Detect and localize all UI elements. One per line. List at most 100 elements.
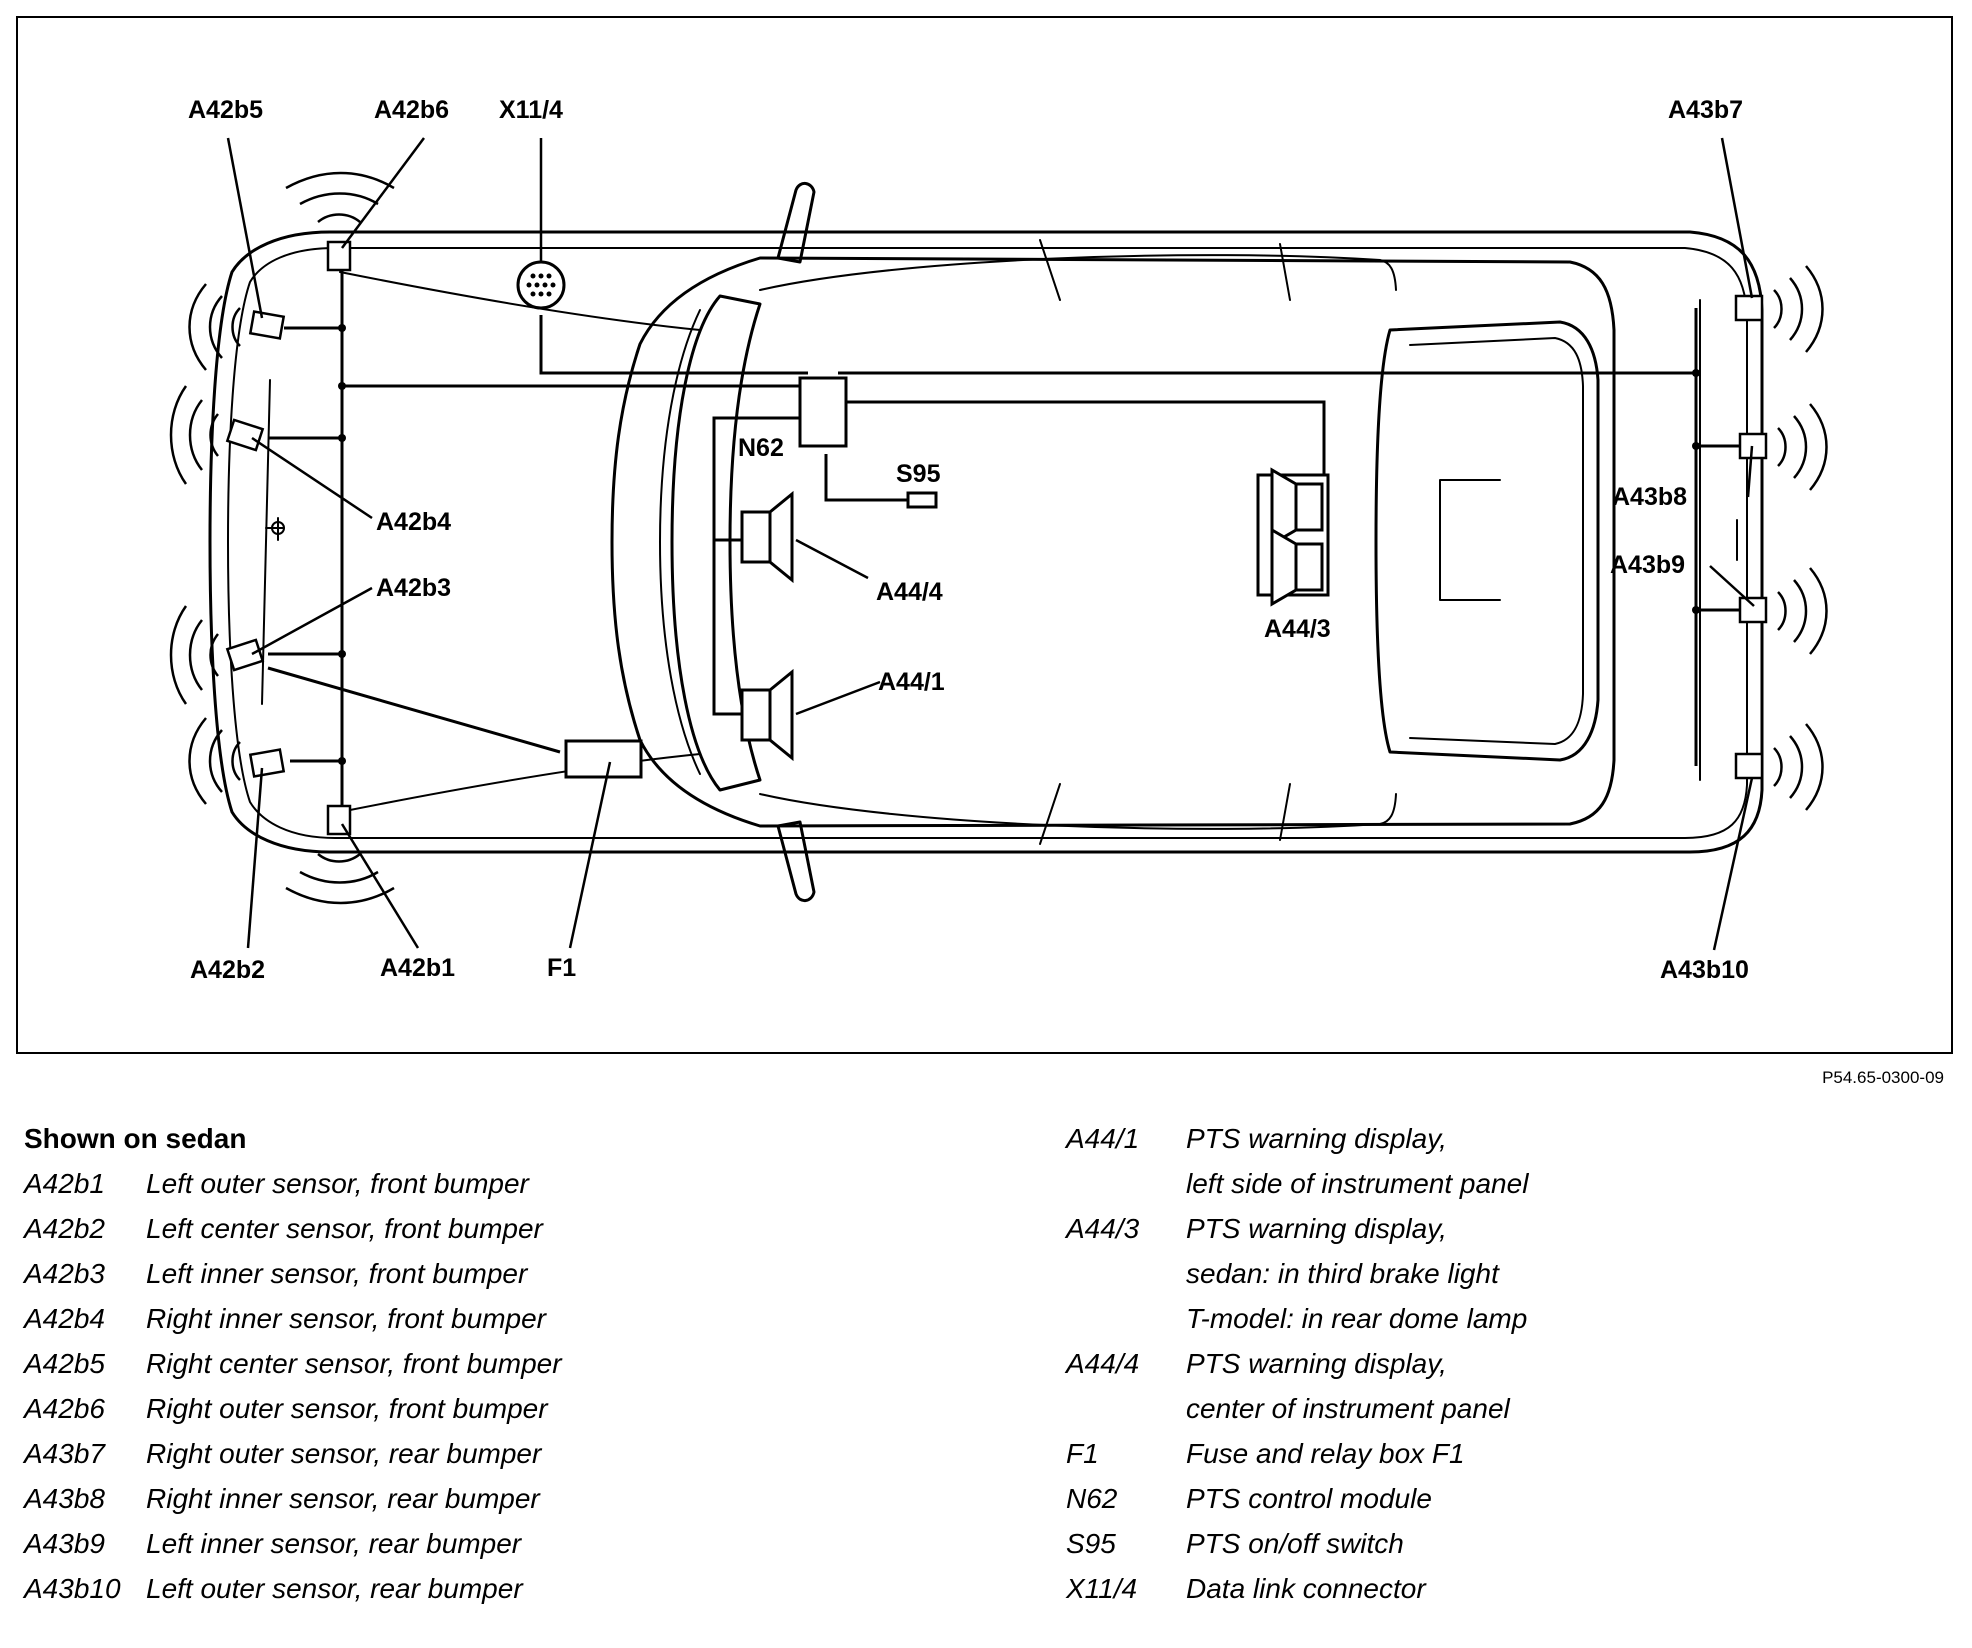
a44-4-wire bbox=[712, 416, 808, 542]
legend-code: A42b6 bbox=[24, 1393, 105, 1424]
legend-desc-cont: center of instrument panel bbox=[1186, 1393, 1510, 1424]
sensor-a42b3 bbox=[169, 605, 265, 705]
figure-id: P54.65-0300-09 bbox=[1822, 1068, 1944, 1087]
parking-system-diagram: A42b5 A42b6 X11/4 A43b7 N62 S95 A42b4 A4… bbox=[169, 96, 1828, 984]
legend-item: A42b6 Right outer sensor, front bumper bbox=[24, 1386, 562, 1431]
legend-item: A44/3 PTS warning display, bbox=[1066, 1206, 1528, 1251]
legend-code: A44/3 bbox=[1066, 1213, 1140, 1244]
legend-item: A42b2 Left center sensor, front bumper bbox=[24, 1206, 562, 1251]
label-a44-1: A44/1 bbox=[878, 668, 945, 696]
legend-desc: Right outer sensor, front bumper bbox=[146, 1393, 548, 1424]
legend-desc: Left inner sensor, front bumper bbox=[146, 1258, 528, 1289]
label-a42b6: A42b6 bbox=[374, 96, 449, 124]
label-a44-3: A44/3 bbox=[1264, 615, 1331, 643]
sensor-a42b4 bbox=[169, 385, 265, 485]
s95-switch bbox=[906, 491, 938, 509]
x11-4-connector-icon bbox=[516, 260, 566, 310]
sensor-a43b8 bbox=[1738, 403, 1828, 491]
door-line-bottom-2 bbox=[1279, 783, 1291, 841]
sensor-a42b5 bbox=[188, 283, 286, 371]
wiring-harness bbox=[267, 256, 1740, 820]
legend-code: A42b2 bbox=[24, 1213, 105, 1244]
legend-desc: Right center sensor, front bumper bbox=[146, 1348, 562, 1379]
third-brake-light bbox=[1439, 479, 1501, 601]
a44-1-speaker-icon bbox=[740, 668, 794, 762]
legend-desc: Fuse and relay box F1 bbox=[1186, 1438, 1465, 1469]
label-a43b8: A43b8 bbox=[1612, 483, 1687, 511]
label-a44-4: A44/4 bbox=[876, 578, 943, 606]
legend-desc: Left inner sensor, rear bumper bbox=[146, 1528, 522, 1559]
rear-sensor-stubs bbox=[1696, 444, 1740, 612]
legend-desc-cont: left side of instrument panel bbox=[1186, 1168, 1529, 1199]
legend-code: F1 bbox=[1066, 1438, 1099, 1469]
legend-desc: Left center sensor, front bumper bbox=[146, 1213, 543, 1244]
front-sensor-stubs bbox=[268, 326, 342, 763]
label-a43b9: A43b9 bbox=[1610, 551, 1685, 579]
legend-code: A42b4 bbox=[24, 1303, 105, 1334]
legend-item: A42b5 Right center sensor, front bumper bbox=[24, 1341, 562, 1386]
car-body-inner-outline bbox=[227, 247, 1748, 839]
label-a42b3: A42b3 bbox=[376, 574, 451, 602]
wire-junctions bbox=[338, 324, 1700, 765]
windshield-inner bbox=[659, 309, 701, 775]
label-a42b4: A42b4 bbox=[376, 508, 451, 536]
mirror-right bbox=[776, 820, 816, 902]
legend-caption: Shown on sedan bbox=[24, 1123, 247, 1154]
sensor-a43b7 bbox=[1734, 265, 1824, 353]
legend-item: A43b9 Left inner sensor, rear bumper bbox=[24, 1521, 562, 1566]
legend-item: X11/4 Data link connector bbox=[1066, 1566, 1528, 1611]
legend-desc: PTS warning display, bbox=[1186, 1123, 1447, 1154]
legend-desc: Left outer sensor, front bumper bbox=[146, 1168, 529, 1199]
a44-3-upper-speaker-icon bbox=[1270, 467, 1324, 547]
label-a42b5: A42b5 bbox=[188, 96, 263, 124]
sensor-a43b9 bbox=[1738, 567, 1828, 655]
label-n62: N62 bbox=[738, 434, 784, 462]
door-line-bottom-1 bbox=[1039, 783, 1061, 845]
legend-code: A43b7 bbox=[24, 1438, 105, 1469]
legend-code: A43b9 bbox=[24, 1528, 105, 1559]
legend-desc: Data link connector bbox=[1186, 1573, 1426, 1604]
legend-code: X11/4 bbox=[1066, 1573, 1138, 1604]
label-a43b7: A43b7 bbox=[1668, 96, 1743, 124]
side-window-bottom bbox=[759, 793, 1397, 830]
hood-line-bottom bbox=[339, 753, 701, 813]
legend-code: N62 bbox=[1066, 1483, 1118, 1514]
car-body-outline bbox=[208, 230, 1764, 854]
f1-fuse-box bbox=[564, 739, 643, 779]
legend-desc: Right inner sensor, front bumper bbox=[146, 1303, 546, 1334]
legend-desc: Left outer sensor, rear bumper bbox=[146, 1573, 523, 1604]
f1-wire bbox=[267, 666, 561, 754]
sensor-a43b10 bbox=[1734, 723, 1824, 811]
door-line-top-1 bbox=[1039, 239, 1061, 301]
mirror-left bbox=[776, 182, 816, 264]
a44-1-wire bbox=[712, 540, 742, 716]
hood-ornament-icon bbox=[265, 517, 285, 541]
diagram-frame bbox=[16, 16, 1953, 1054]
label-a42b1: A42b1 bbox=[380, 954, 455, 982]
rear-window bbox=[1374, 320, 1600, 762]
side-window-top bbox=[759, 254, 1397, 291]
legend-desc-cont: sedan: in third brake light bbox=[1186, 1258, 1499, 1289]
label-a42b2: A42b2 bbox=[190, 956, 265, 984]
legend-desc-cont: T-model: in rear dome lamp bbox=[1186, 1303, 1528, 1334]
legend-desc: PTS on/off switch bbox=[1186, 1528, 1404, 1559]
door-line-top-2 bbox=[1279, 243, 1291, 301]
legend-desc: PTS warning display, bbox=[1186, 1213, 1447, 1244]
car-cabin-outline bbox=[610, 256, 1616, 828]
legend-desc: PTS control module bbox=[1186, 1483, 1432, 1514]
windshield bbox=[670, 294, 762, 792]
legend-code: A42b5 bbox=[24, 1348, 105, 1379]
n62-control-module bbox=[798, 376, 848, 448]
label-s95: S95 bbox=[896, 460, 941, 488]
s95-wire bbox=[824, 454, 908, 502]
leader-lines bbox=[226, 137, 1755, 951]
a44-4-speaker-icon bbox=[740, 490, 794, 584]
